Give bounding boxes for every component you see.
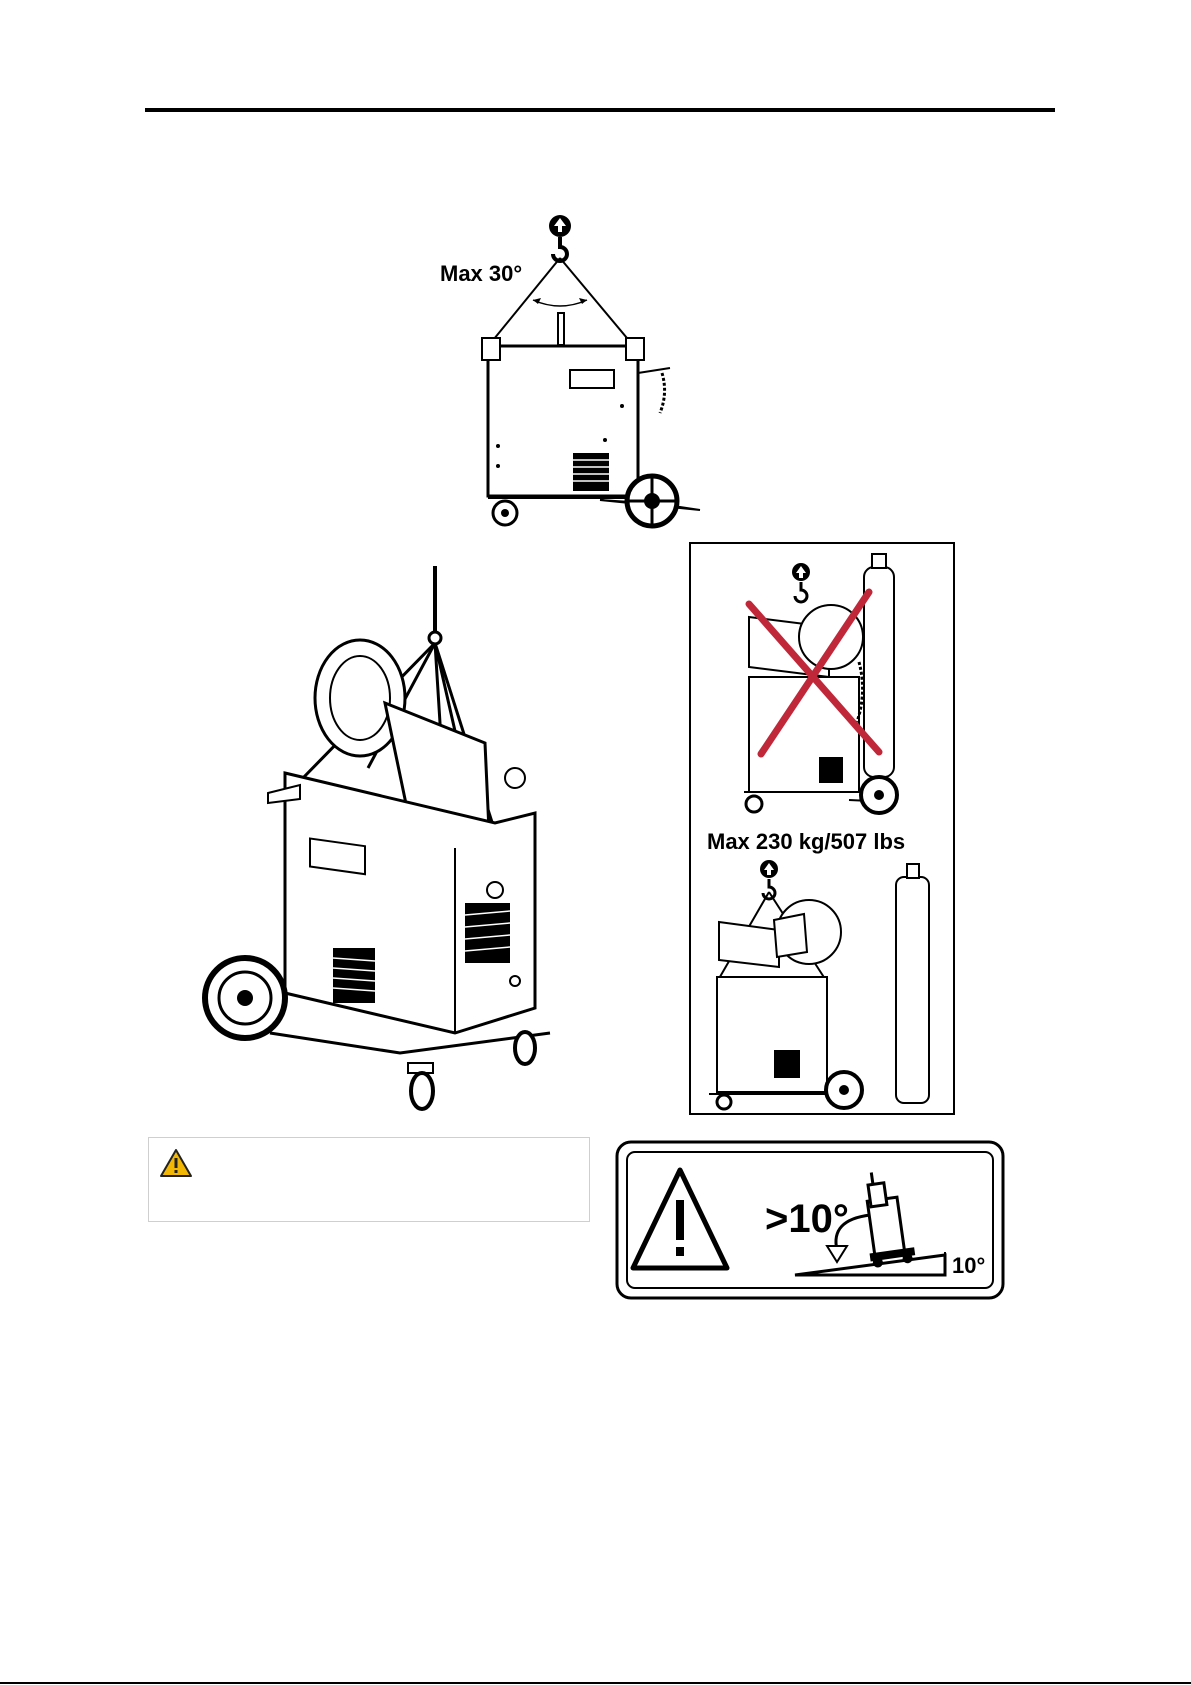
lifting-hook-icon <box>429 632 441 644</box>
tilt-warning-sign: >10° 10° <box>615 1140 1005 1300</box>
footer-rule <box>0 1682 1191 1684</box>
lifting-machine-with-feeder-figure <box>200 563 570 1123</box>
max-angle-label: Max 30° <box>440 261 522 286</box>
max-weight-label: Max 230 kg/507 lbs <box>707 829 905 854</box>
lifting-with-gas-bottle-panel: Max 230 kg/507 lbs <box>689 542 955 1117</box>
warning-box <box>148 1137 590 1222</box>
warning-icon <box>159 1148 193 1178</box>
crane-hook-icon <box>549 215 571 261</box>
header-rule <box>145 108 1055 112</box>
lifting-angle-figure: Max 30° <box>430 208 730 538</box>
ground-angle-label: 10° <box>952 1253 985 1278</box>
